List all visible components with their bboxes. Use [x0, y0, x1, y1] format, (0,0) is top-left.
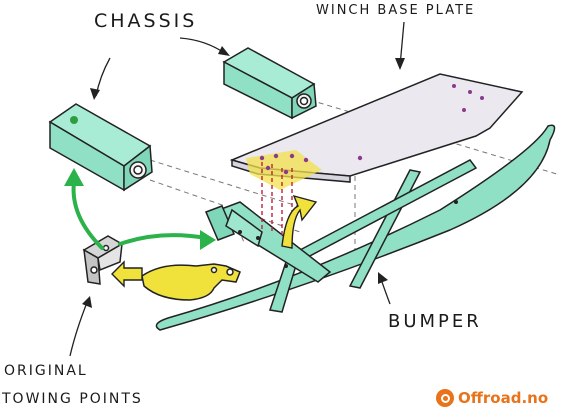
plate-bolt-holes: [259, 84, 484, 175]
winch-base-plate: [229, 73, 524, 190]
label-leader-heads: [82, 46, 405, 308]
towing-points-label: TOWING POINTS: [2, 391, 143, 407]
insert-arrow: [111, 260, 143, 288]
chassis-rail-right: [222, 47, 317, 120]
green-arrowheads: [64, 168, 216, 250]
site-watermark: Offroad.no: [436, 387, 566, 409]
bumper-label: BUMPER: [388, 311, 482, 332]
winch-base-plate-label: WINCH BASE PLATE: [316, 3, 476, 18]
bumper-frame: [155, 124, 556, 331]
original-towing-point: [82, 235, 124, 285]
bracket-arrow: [281, 194, 318, 249]
watermark-text: Offroad.no: [458, 389, 549, 407]
chassis-rail-left: [48, 103, 153, 192]
offroad-logo-icon: [436, 389, 454, 407]
adapter-bracket: [141, 263, 241, 301]
chassis-label: CHASSIS: [94, 10, 198, 32]
original-label: ORIGINAL: [4, 363, 88, 379]
green-arrows: [71, 180, 208, 250]
